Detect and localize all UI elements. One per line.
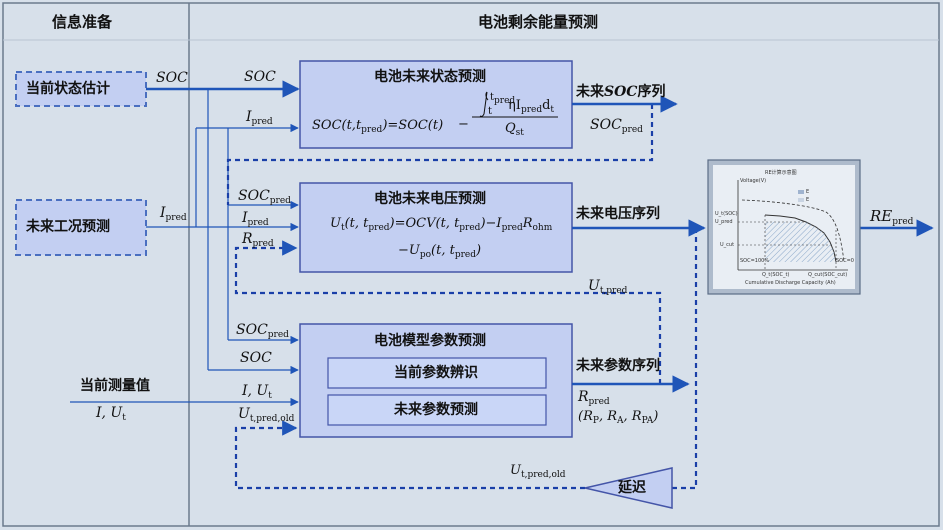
soc-equation-lhs: SOC(t,tpred)=SOC(t) [312,118,444,135]
thumb-tick-u1: U_t(SOC) [715,211,738,217]
socpred-signal-voltage: SOCpred [238,188,291,206]
thumb-tick-q2: Q_cut(SOC_cut) [808,272,848,278]
rpred-signal-voltage: Rpred [242,231,274,249]
soc-sequence-label: 未来SOC序列 [576,84,666,100]
voltage-sequence-label: 未来电压序列 [576,206,660,222]
socpred-signal-param: SOCpred [236,322,289,340]
rpred-feedback-dashed [234,240,662,384]
header-re-prediction: 电池剩余能量预测 [478,13,599,31]
current-id-box [327,357,547,389]
upred-old-signal-param: Ut,pred,old [238,406,295,424]
socpred-output-label: SOCpred [590,117,643,135]
r-components-label: (RP, RA, RPA) [578,409,659,426]
future-pred-box [327,394,547,426]
voltage-equation-line2: −Upo(t, tpred) [398,243,482,260]
upred-old-delay-label: Ut,pred,old [510,463,566,480]
thumb-legend-2: E [806,197,810,203]
soc-estimation-box [15,71,147,107]
integral-lower: t [488,106,493,117]
integral-upper: tpred [490,92,516,106]
ipred-signal-voltage: Ipred [242,210,269,228]
soc-signal-right: SOC [244,69,276,85]
ipred-signal-left: Ipred [160,205,187,223]
delay-label: 延迟 [618,480,646,496]
soc-future-title: 电池未来状态预测 [374,69,486,85]
voltage-equation-line1: Ut(t, tpred)=OCV(t, tpred)−IpredRohm [330,216,553,233]
soc-estimation-label: 当前状态估计 [26,81,110,97]
voltage-future-title: 电池未来电压预测 [374,191,486,207]
thumb-tick-q: Q_t(SOC_t) [762,272,790,278]
thumb-legend-1: E [806,189,810,195]
param-future-title: 电池模型参数预测 [374,333,486,349]
current-id-label: 当前参数辨识 [394,365,478,381]
future-pred-label: 未来参数预测 [394,402,478,418]
voltage-to-delay-dashed [672,228,698,490]
i-ut-signal-param: I, Ut [242,383,272,401]
thumb-title: RE计算示意图 [765,170,797,176]
delay-block [584,467,673,509]
thumb-xlabel: Cumulative Discharge Capacity (Ah) [745,280,836,286]
measured-vars-label: I, Ut [96,405,126,423]
thumb-tick-ucut: U_cut [720,242,735,248]
measured-value-label: 当前测量值 [80,378,150,394]
soc-feedback-dashed [226,104,654,205]
delay-to-param-dashed [234,420,585,490]
param-sequence-label: 未来参数序列 [576,358,660,374]
soc-equation-minus: − [458,117,469,132]
thumb-tick-soc0: SOC=0 [836,258,854,264]
integral-body: ηIpreddt [508,98,555,115]
workload-prediction-box [15,199,147,256]
workload-prediction-label: 未来工况预测 [26,219,110,235]
re-pred-label: REpred [870,207,914,227]
voltage-future-box [299,182,573,273]
soc-signal-param: SOC [240,350,272,366]
soc-future-box [299,60,573,149]
rpred-output-label: Rpred [578,389,610,407]
soc-signal-left: SOC [156,70,188,86]
thumb-tick-u2: U_pred [715,219,733,225]
header-info-prep: 信息准备 [52,13,113,31]
utpred-label: Ut,pred [588,278,628,296]
thumb-tick-soc: SOC=100% [740,258,770,264]
ipred-signal-soc-box: Ipred [246,109,273,127]
thumb-ylabel: Voltage(V) [740,178,767,184]
soc-denominator: Qst [505,121,524,138]
